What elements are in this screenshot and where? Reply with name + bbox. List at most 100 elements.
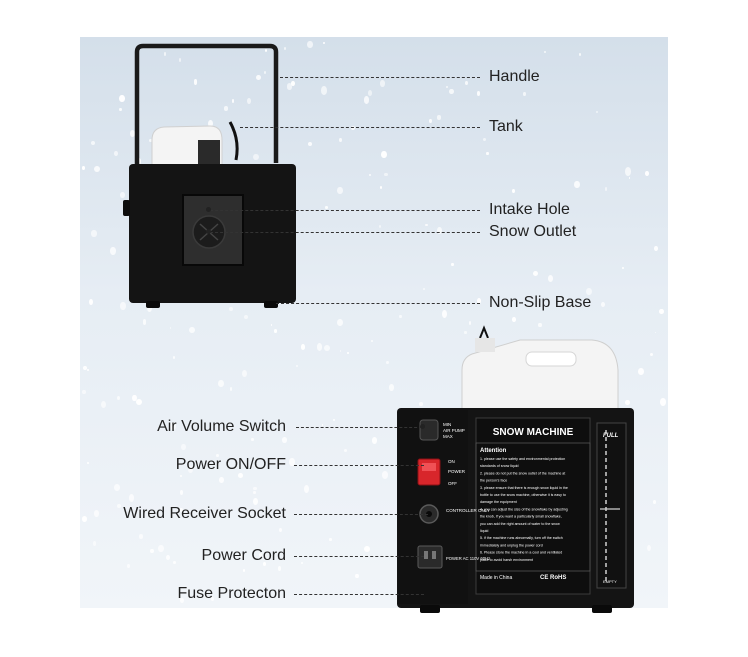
snowflake xyxy=(89,298,93,305)
power-inlet xyxy=(417,545,443,569)
snowflake xyxy=(482,137,486,141)
snowflake xyxy=(129,129,136,138)
snowflake xyxy=(436,115,442,120)
back-view-machine xyxy=(397,325,634,613)
snowflake xyxy=(86,368,89,371)
snowflake xyxy=(653,245,659,251)
snowflake xyxy=(258,553,262,558)
snowflake xyxy=(364,546,370,553)
snowflake xyxy=(371,436,378,444)
snowflake xyxy=(132,394,137,402)
snowflake xyxy=(368,173,371,177)
snowflake xyxy=(380,186,383,189)
snowflake xyxy=(578,53,581,57)
snowflake xyxy=(660,398,666,406)
snowflake xyxy=(158,545,164,552)
snowflake xyxy=(207,120,213,128)
gauge-full: FULL xyxy=(603,433,619,439)
snowflake xyxy=(117,503,122,509)
snowflake xyxy=(325,206,328,209)
snowflake xyxy=(239,553,243,559)
snowflake xyxy=(119,95,125,103)
snowflake xyxy=(512,188,516,194)
snowflake xyxy=(210,597,214,602)
snowflake xyxy=(279,527,283,532)
leader-non-slip-base xyxy=(276,303,480,304)
snowflake xyxy=(286,83,293,90)
snowflake xyxy=(253,490,256,494)
snowflake xyxy=(371,340,373,343)
attention-line: 1. please use the safety and environment… xyxy=(480,457,565,461)
attention-line: you can add the right amount of water to… xyxy=(480,522,560,526)
snowflake xyxy=(116,395,120,400)
leader-wired-receiver-socket xyxy=(294,514,428,515)
snowflake xyxy=(215,453,219,458)
snowflake xyxy=(465,80,469,85)
snowflake xyxy=(337,187,343,194)
snowflake xyxy=(231,99,235,103)
snowflake xyxy=(538,322,542,328)
snowflake xyxy=(119,192,125,199)
power-label-off: OFF xyxy=(448,481,457,486)
snowflake xyxy=(558,298,563,303)
snowflake xyxy=(586,288,592,296)
snowflake xyxy=(355,573,359,579)
snowflake xyxy=(101,400,107,408)
snowflake xyxy=(511,316,517,322)
air-volume-knob xyxy=(419,419,439,441)
snowflake xyxy=(178,58,182,63)
snowflake xyxy=(262,561,266,566)
controller-label: CONTROLLER ONLY xyxy=(446,508,490,513)
snowflake xyxy=(218,476,224,484)
snowflake xyxy=(253,497,259,505)
label-power-cord: Power Cord xyxy=(201,547,286,564)
snowflake xyxy=(181,443,186,451)
snowflake xyxy=(650,352,654,357)
snowflake xyxy=(251,437,254,442)
attention-line: place to avoid harsh environment xyxy=(480,558,533,562)
snowflake xyxy=(344,449,347,453)
snowflake xyxy=(282,437,288,443)
snowflake xyxy=(523,74,526,78)
snowflake xyxy=(170,422,177,431)
snowflake xyxy=(189,327,195,334)
snowflake xyxy=(307,141,312,146)
snowflake xyxy=(93,509,99,517)
snowflake xyxy=(253,486,257,491)
snowflake xyxy=(165,554,170,560)
snowflake xyxy=(277,566,282,572)
snowflake xyxy=(113,484,120,491)
snowflake xyxy=(180,475,183,478)
snowflake xyxy=(351,126,356,131)
label-tank: Tank xyxy=(489,118,523,135)
snowflake xyxy=(218,380,224,388)
snowflake xyxy=(339,349,342,352)
snowflake xyxy=(324,345,331,352)
snowflake xyxy=(464,331,467,335)
snowflake xyxy=(601,301,606,307)
switch-label-max: MAX xyxy=(443,434,453,439)
snowflake xyxy=(625,399,630,406)
snowflake xyxy=(445,86,448,89)
snowflake xyxy=(263,71,266,74)
attention-line: 5. if the machine runs abnormally, turn … xyxy=(480,536,563,540)
snowflake xyxy=(399,314,402,319)
attention-line: 6. Please store the machine in a cool an… xyxy=(480,551,562,555)
attention-line: immediately and unplug the power cord xyxy=(480,543,543,547)
snowflake xyxy=(242,569,246,572)
snowflake xyxy=(150,548,155,554)
panel-text: MIN AIR PUMP MAX ON POWER OFF CONTROLLER… xyxy=(443,422,619,584)
made-in: Made in China xyxy=(480,575,512,581)
snowflake xyxy=(574,180,580,188)
dot-air-volume xyxy=(420,424,425,429)
snowflake xyxy=(625,167,632,176)
snowflake xyxy=(379,80,385,87)
attention-line: the knob, if you want a particularly sma… xyxy=(480,515,562,519)
snowflake xyxy=(113,151,118,156)
power-input-label: POWER AC 110V 60Hz xyxy=(446,556,490,561)
snowflake xyxy=(188,466,193,474)
snowflake xyxy=(652,500,656,505)
snowflake xyxy=(378,225,382,229)
snowflake xyxy=(339,137,342,142)
snowflake xyxy=(523,91,526,96)
